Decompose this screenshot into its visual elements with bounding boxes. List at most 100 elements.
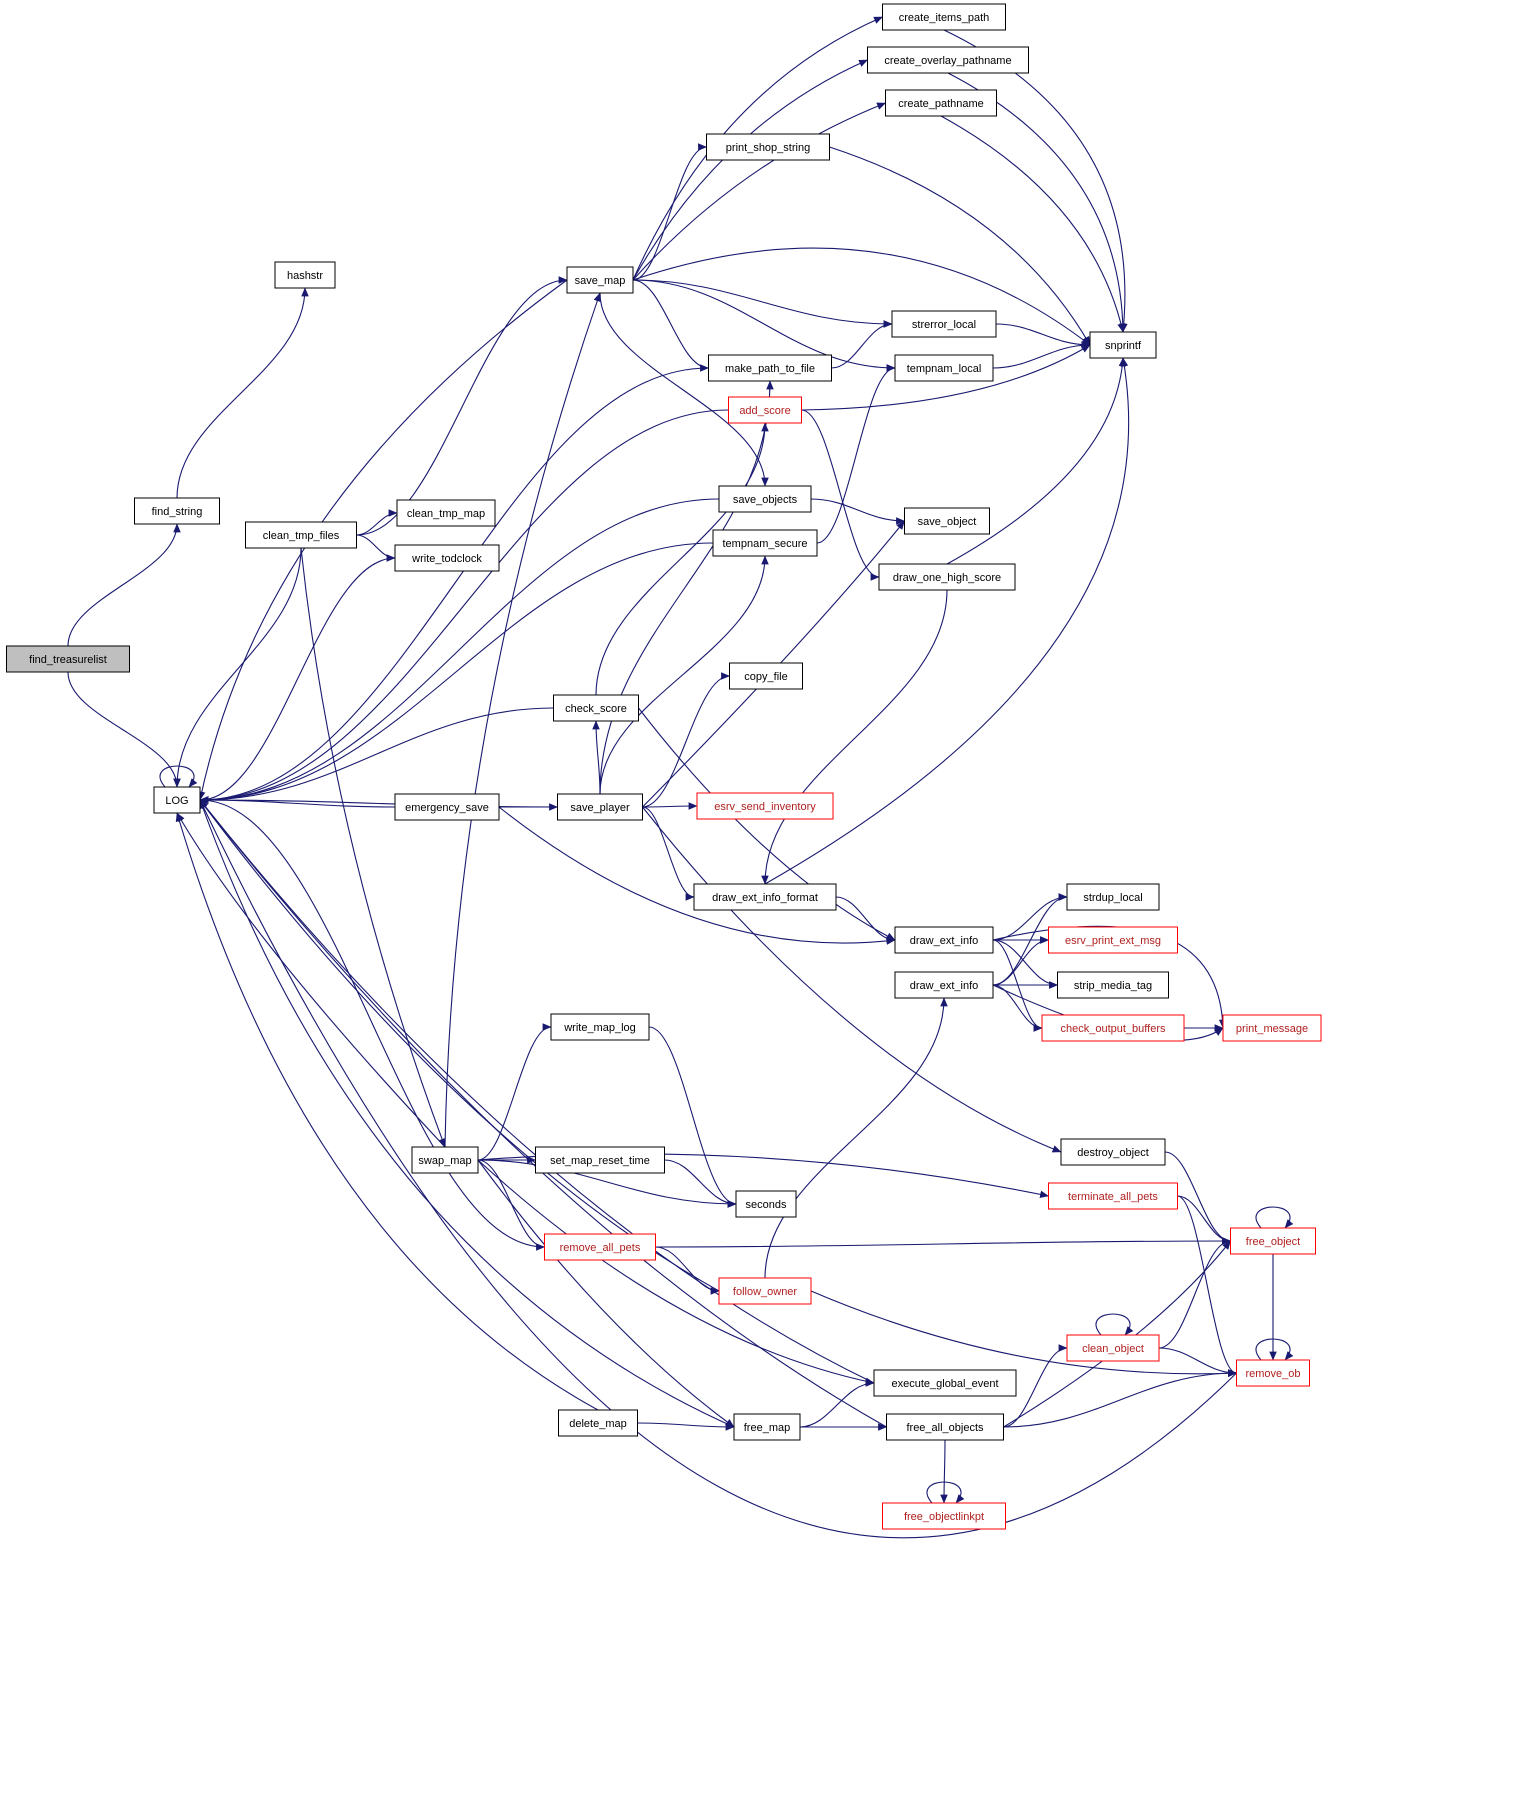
edge-free_all_objects-clean_object — [1003, 1344, 1068, 1428]
node-write_map_log[interactable]: write_map_log — [550, 1013, 650, 1041]
edge-emergency_save-draw_ext_info_a — [498, 806, 896, 945]
edge-save_player-make_path_to_file — [599, 380, 774, 795]
node-box — [153, 786, 201, 814]
edge-clean_object-free_object — [1158, 1237, 1231, 1349]
node-clean_tmp_map[interactable]: clean_tmp_map — [396, 499, 496, 527]
edge-save_player-LOG — [199, 796, 558, 808]
node-clean_tmp_files[interactable]: clean_tmp_files — [245, 521, 357, 549]
node-check_score[interactable]: check_score — [553, 694, 639, 722]
node-save_player[interactable]: save_player — [557, 793, 643, 821]
node-save_map[interactable]: save_map — [566, 266, 634, 294]
node-draw_ext_info_format[interactable]: draw_ext_info_format — [693, 883, 837, 911]
self-loop-free_objectlinkpt — [926, 1481, 965, 1504]
edge-free_map-LOG — [199, 799, 735, 1428]
node-check_output_buffers[interactable]: check_output_buffers — [1041, 1014, 1185, 1042]
node-box — [6, 645, 130, 673]
edge-save_player-tempnam_secure — [599, 555, 769, 795]
edge-remove_all_pets-free_object — [655, 1237, 1231, 1248]
node-find_string[interactable]: find_string — [134, 497, 220, 525]
node-save_object[interactable]: save_object — [904, 507, 990, 535]
node-create_overlay_pathname[interactable]: create_overlay_pathname — [867, 46, 1029, 74]
node-draw_one_high_score[interactable]: draw_one_high_score — [878, 563, 1016, 591]
node-esrv_print_ext_msg[interactable]: esrv_print_ext_msg — [1048, 926, 1178, 954]
edge-save_map-snprintf — [632, 247, 1091, 346]
node-label: destroy_object — [1077, 1147, 1149, 1159]
node-label: create_items_path — [899, 12, 990, 24]
node-box — [886, 1413, 1004, 1441]
node-swap_map[interactable]: swap_map — [411, 1146, 479, 1174]
node-box — [882, 3, 1006, 31]
edge-save_map-strerror_local — [632, 279, 893, 328]
node-strerror_local[interactable]: strerror_local — [891, 310, 997, 338]
edge-free_all_objects-free_objectlinkpt — [940, 1439, 948, 1504]
node-draw_ext_info_a[interactable]: draw_ext_info — [894, 926, 994, 954]
node-label: strip_media_tag — [1074, 980, 1152, 992]
node-hashstr[interactable]: hashstr — [274, 261, 336, 289]
node-destroy_object[interactable]: destroy_object — [1060, 1138, 1166, 1166]
node-free_object[interactable]: free_object — [1230, 1227, 1316, 1255]
node-esrv_send_inventory[interactable]: esrv_send_inventory — [696, 792, 834, 820]
node-box — [557, 793, 643, 821]
node-box — [1057, 971, 1169, 999]
node-label: find_treasurelist — [29, 654, 107, 666]
node-free_all_objects[interactable]: free_all_objects — [886, 1413, 1004, 1441]
node-box — [729, 662, 803, 690]
node-emergency_save[interactable]: emergency_save — [394, 793, 500, 821]
node-remove_all_pets[interactable]: remove_all_pets — [544, 1233, 656, 1261]
node-label: execute_global_event — [891, 1378, 998, 1390]
node-tempnam_local[interactable]: tempnam_local — [894, 354, 994, 382]
node-snprintf[interactable]: snprintf — [1089, 331, 1157, 359]
edge-add_score-LOG — [199, 409, 729, 804]
node-label: save_objects — [733, 494, 798, 506]
edge-set_map_reset_time-seconds — [664, 1159, 737, 1208]
node-tempnam_secure[interactable]: tempnam_secure — [712, 529, 818, 557]
node-label: free_map — [744, 1422, 790, 1434]
node-LOG[interactable]: LOG — [153, 786, 201, 814]
node-terminate_all_pets[interactable]: terminate_all_pets — [1048, 1182, 1178, 1210]
edge-follow_owner-draw_ext_info_b — [764, 997, 948, 1279]
node-label: follow_owner — [733, 1286, 798, 1298]
node-remove_ob[interactable]: remove_ob — [1236, 1359, 1310, 1387]
node-label: add_score — [739, 405, 790, 417]
node-seconds[interactable]: seconds — [735, 1190, 797, 1218]
node-print_shop_string[interactable]: print_shop_string — [706, 133, 830, 161]
edge-draw_ext_info_format-snprintf — [764, 357, 1130, 885]
node-label: draw_one_high_score — [893, 572, 1001, 584]
node-label: find_string — [152, 506, 203, 518]
node-create_items_path[interactable]: create_items_path — [882, 3, 1006, 31]
edge-create_pathname-snprintf — [940, 115, 1125, 333]
node-box — [693, 883, 837, 911]
node-print_message[interactable]: print_message — [1222, 1014, 1322, 1042]
edge-save_player-destroy_object — [642, 806, 1062, 1153]
node-strip_media_tag[interactable]: strip_media_tag — [1057, 971, 1169, 999]
node-find_treasurelist[interactable]: find_treasurelist — [6, 645, 130, 673]
node-follow_owner[interactable]: follow_owner — [718, 1277, 812, 1305]
node-draw_ext_info_b[interactable]: draw_ext_info — [894, 971, 994, 999]
node-delete_map[interactable]: delete_map — [558, 1409, 638, 1437]
node-save_objects[interactable]: save_objects — [718, 485, 812, 513]
node-strdup_local[interactable]: strdup_local — [1066, 883, 1160, 911]
edge-check_score-add_score — [595, 422, 769, 696]
node-label: clean_tmp_map — [407, 508, 485, 520]
edge-tempnam_secure-tempnam_local — [816, 364, 896, 544]
node-copy_file[interactable]: copy_file — [729, 662, 803, 690]
edge-save_map-create_items_path — [632, 16, 883, 281]
node-free_map[interactable]: free_map — [733, 1413, 801, 1441]
node-set_map_reset_time[interactable]: set_map_reset_time — [535, 1146, 665, 1174]
node-execute_global_event[interactable]: execute_global_event — [873, 1369, 1017, 1397]
node-free_objectlinkpt[interactable]: free_objectlinkpt — [882, 1502, 1006, 1530]
node-label: swap_map — [418, 1155, 471, 1167]
node-create_pathname[interactable]: create_pathname — [885, 89, 997, 117]
node-clean_object[interactable]: clean_object — [1066, 1334, 1160, 1362]
node-make_path_to_file[interactable]: make_path_to_file — [708, 354, 832, 382]
node-box — [1041, 1014, 1185, 1042]
node-label: terminate_all_pets — [1068, 1191, 1158, 1203]
node-label: print_shop_string — [726, 142, 810, 154]
node-box — [1066, 1334, 1160, 1362]
node-add_score[interactable]: add_score — [728, 396, 802, 424]
node-write_todclock[interactable]: write_todclock — [394, 544, 500, 572]
node-label: write_map_log — [563, 1022, 636, 1034]
edge-save_objects-save_object — [810, 498, 905, 525]
edge-clean_tmp_files-save_map — [356, 276, 568, 536]
